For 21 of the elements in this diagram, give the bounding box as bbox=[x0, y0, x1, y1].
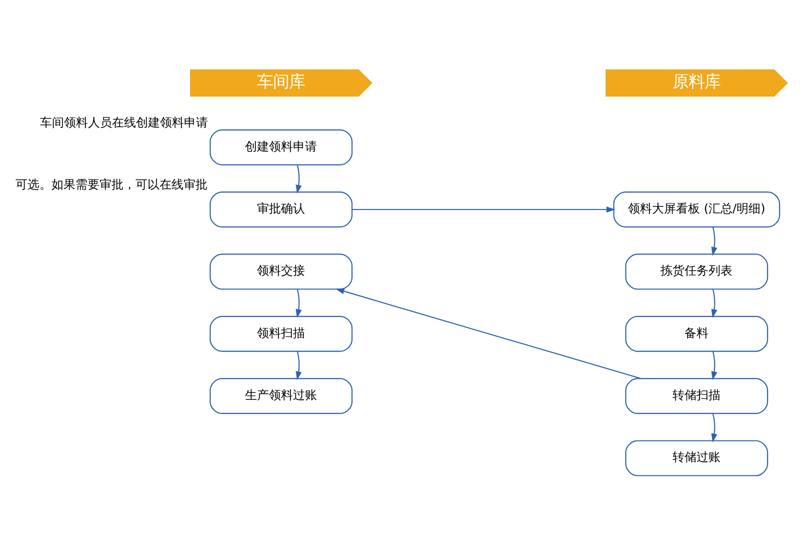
node-box: 领料交接 bbox=[210, 254, 353, 290]
arrow bbox=[352, 206, 616, 213]
arrow bbox=[336, 288, 641, 380]
node-box: 领料大屏看板 (汇总/明细) bbox=[613, 192, 780, 228]
node-label: 车间领料人员在线创建领料申请 bbox=[40, 115, 208, 130]
node-box: 拣货任务列表 bbox=[625, 254, 768, 290]
node-box: 转储扫描 bbox=[625, 378, 768, 414]
arrow bbox=[711, 351, 718, 380]
arrow bbox=[711, 289, 718, 318]
arrow bbox=[296, 351, 302, 380]
node-box: 创建领料申请 bbox=[210, 129, 353, 166]
node-label: 可选。如果需要审批，可以在线审批 bbox=[16, 178, 208, 192]
node-box: 领料扫描 bbox=[210, 316, 353, 352]
arrow bbox=[296, 289, 302, 318]
arrow bbox=[711, 413, 718, 442]
node-box: 生产领料过账 bbox=[210, 378, 353, 414]
node-box: 备料 bbox=[625, 316, 768, 352]
arrow bbox=[711, 226, 718, 256]
node-box: 审批确认 bbox=[210, 192, 353, 228]
node-box: 转储过账 bbox=[625, 440, 768, 476]
arrow bbox=[296, 164, 302, 194]
